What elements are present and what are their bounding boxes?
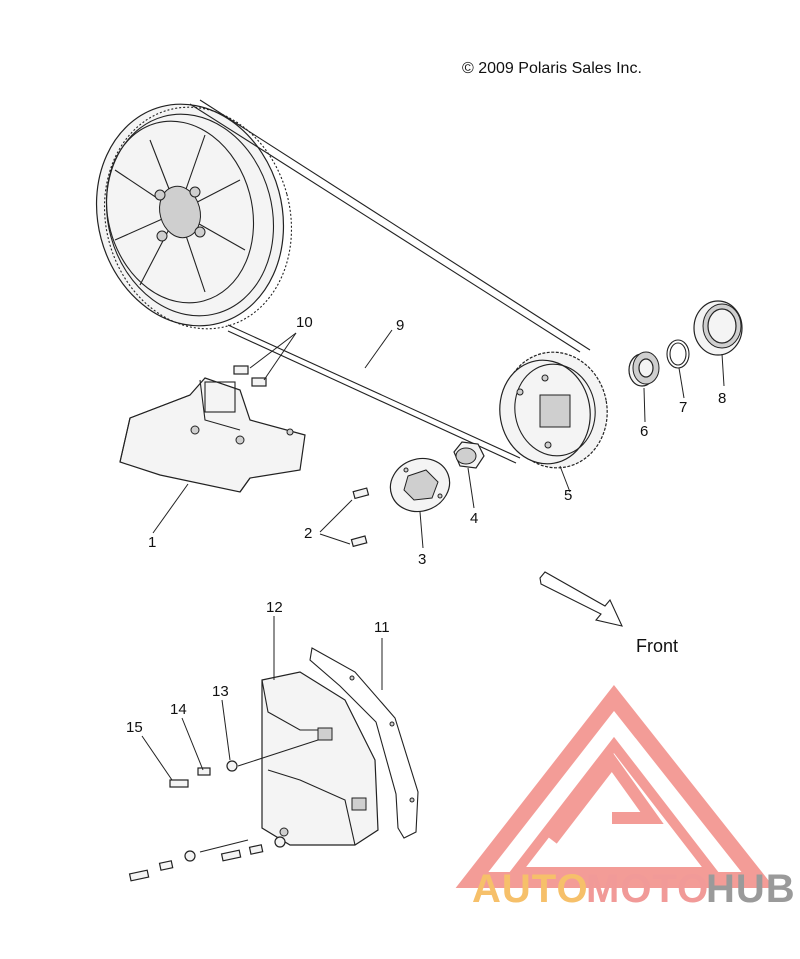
callout-1: 1 <box>148 534 156 551</box>
belt-guard <box>119 377 306 493</box>
snap-ring <box>666 339 690 369</box>
sprocket-nut <box>453 441 485 469</box>
lock-plate <box>389 457 451 513</box>
callout-11: 11 <box>374 619 390 636</box>
callout-6: 6 <box>640 423 648 440</box>
callout-13: 13 <box>212 683 229 700</box>
callout-8: 8 <box>718 390 726 407</box>
callout-3: 3 <box>418 551 426 568</box>
callout-10: 10 <box>296 314 313 331</box>
watermark-hub: HUB <box>706 867 796 911</box>
copyright-text: © 2009 Polaris Sales Inc. <box>462 60 642 77</box>
callout-14: 14 <box>170 701 187 718</box>
bearing-spacer <box>628 351 660 387</box>
drive-sprocket <box>499 351 608 469</box>
front-direction-arrow: Front <box>539 571 678 656</box>
callout-labels: 1 2 3 4 5 6 7 8 9 10 11 12 13 14 15 <box>126 314 726 736</box>
watermark-moto: MOTO <box>586 867 709 911</box>
lower-belt-cover <box>261 671 379 846</box>
watermark-auto: AUTO <box>472 867 589 911</box>
watermark-text: AUTO MOTO HUB <box>472 867 796 911</box>
cover-fasteners <box>128 739 319 882</box>
guard-bolts <box>233 365 267 387</box>
screws <box>350 487 370 548</box>
callout-15: 15 <box>126 719 143 736</box>
callout-5: 5 <box>564 487 572 504</box>
callout-4: 4 <box>470 510 478 527</box>
callout-2: 2 <box>304 525 312 542</box>
rear-wheel-pulley <box>95 103 293 330</box>
seal <box>693 300 743 356</box>
cover-gasket <box>309 647 419 839</box>
watermark-logo <box>455 685 775 888</box>
leader-lines <box>141 329 725 781</box>
callout-12: 12 <box>266 599 283 616</box>
callout-9: 9 <box>396 317 404 334</box>
front-label: Front <box>636 636 678 656</box>
callout-7: 7 <box>679 399 687 416</box>
